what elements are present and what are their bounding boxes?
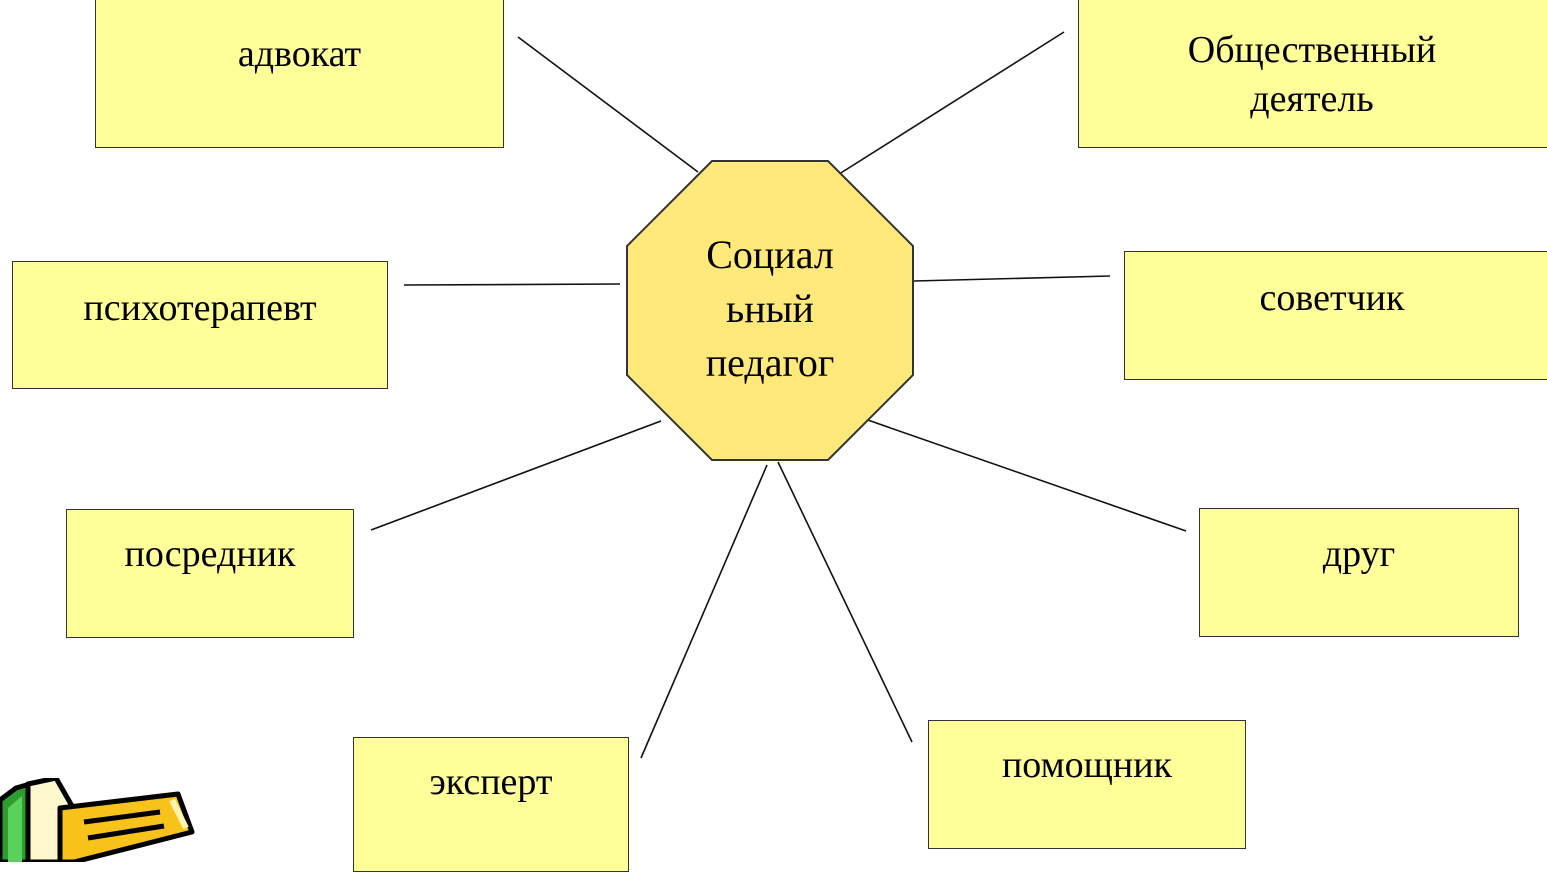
connector-public-figure <box>835 31 1065 177</box>
center-label-line2: ьный <box>726 286 814 331</box>
connector-advocate <box>517 36 699 173</box>
role-label-public-figure-line1: Общественный <box>1187 29 1437 71</box>
role-label-psychotherapist: психотерапевт <box>83 287 317 329</box>
role-box-mediator: посредник <box>66 509 354 638</box>
center-label: Социал ьный педагог <box>650 228 890 390</box>
role-label-adviser: советчик <box>1259 277 1405 319</box>
role-label-public-figure-line2: деятель <box>1250 78 1374 121</box>
center-label-line1: Социал <box>706 232 834 277</box>
role-box-psychotherapist: психотерапевт <box>12 261 388 389</box>
center-octagon <box>626 160 914 461</box>
role-label-advocate: адвокат <box>237 33 362 75</box>
role-box-adviser: советчик <box>1124 251 1547 380</box>
role-box-expert: эксперт <box>353 737 629 872</box>
role-box-public-figure: Общественный деятель <box>1078 0 1547 148</box>
role-label-mediator: посредник <box>124 533 296 575</box>
center-label-line3: педагог <box>705 340 835 385</box>
connector-friend <box>861 417 1187 532</box>
connector-expert <box>640 464 768 759</box>
role-label-expert: эксперт <box>429 761 553 803</box>
role-box-advocate: адвокат <box>95 0 504 148</box>
role-box-friend: друг <box>1199 508 1519 637</box>
pencil-icon <box>0 778 195 862</box>
connector-mediator <box>370 420 662 531</box>
role-label-helper: помощник <box>1001 744 1173 786</box>
connector-helper <box>777 461 913 743</box>
connector-psychotherapist <box>403 283 621 286</box>
connector-adviser <box>913 275 1111 282</box>
role-box-helper: помощник <box>928 720 1246 849</box>
role-label-friend: друг <box>1322 533 1396 575</box>
